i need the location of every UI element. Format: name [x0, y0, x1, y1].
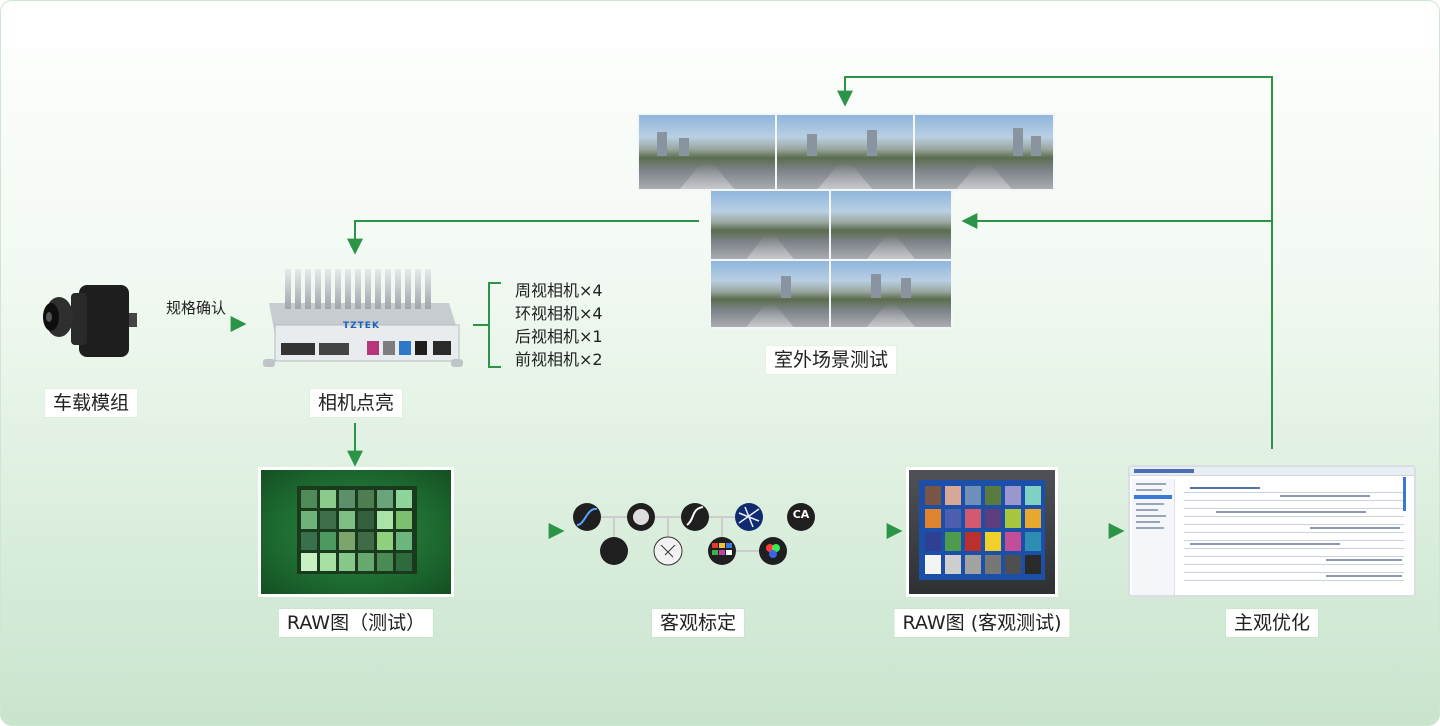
arrow-tool-to-outdoor — [837, 76, 1273, 449]
objective-calibration-label: 客观标定 — [651, 609, 745, 637]
outdoor-test-label: 室外场景测试 — [765, 346, 897, 374]
camera-module-image — [41, 281, 141, 361]
outdoor-photo — [709, 189, 831, 261]
outdoor-scene-mosaic — [637, 113, 1055, 329]
calib-ca-text: CA — [792, 508, 810, 521]
outdoor-photo — [913, 113, 1055, 191]
camera-module-label: 车载模组 — [44, 389, 138, 417]
subjective-tool-screenshot — [1128, 465, 1416, 597]
outdoor-photo — [775, 113, 915, 191]
spec-confirm-label: 规格确认 — [166, 299, 227, 317]
objective-calibration-image: CA — [569, 495, 825, 575]
subjective-opt-label: 主观优化 — [1225, 609, 1319, 637]
outdoor-photo — [829, 189, 953, 261]
raw-test-chart-image — [258, 467, 454, 597]
spec-item: 前视相机×2 — [515, 350, 603, 369]
spec-bracket — [473, 282, 501, 368]
spec-item: 环视相机×4 — [515, 304, 603, 323]
raw-objective-label: RAW图 (客观测试) — [894, 609, 1070, 637]
outdoor-photo — [829, 259, 953, 329]
outdoor-photo — [637, 113, 777, 191]
ecu-box-image: TZTEK — [263, 263, 463, 373]
camera-light-label: 相机点亮 — [309, 389, 403, 417]
raw-objective-chart-image — [906, 467, 1058, 597]
spec-item: 周视相机×4 — [515, 281, 603, 300]
arrow-outdoor-to-ecu — [347, 220, 699, 255]
outdoor-photo — [709, 259, 831, 329]
spec-item: 后视相机×1 — [515, 327, 603, 346]
ecu-brand-text: TZTEK — [343, 321, 380, 331]
raw-test-label: RAW图（测试） — [278, 609, 434, 637]
